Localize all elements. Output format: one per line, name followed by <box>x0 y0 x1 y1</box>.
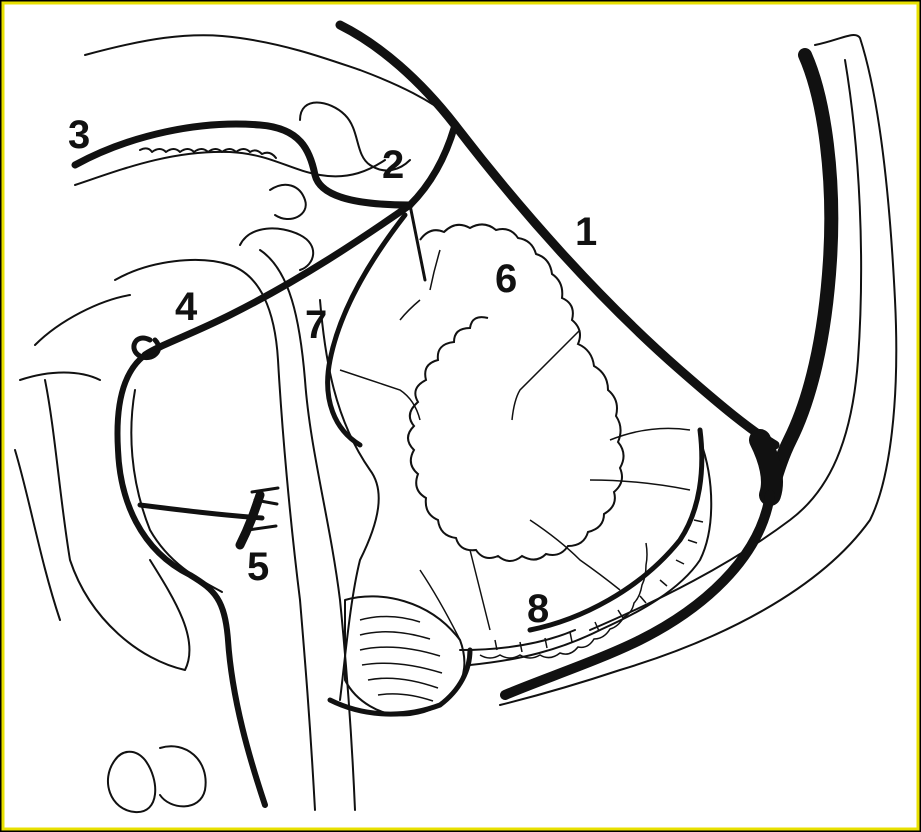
label-8: 8 <box>527 587 549 631</box>
label-3: 3 <box>68 113 90 157</box>
vessel-confluence <box>760 440 772 495</box>
label-7: 7 <box>305 303 327 347</box>
label-1: 1 <box>575 210 597 254</box>
label-5: 5 <box>247 545 269 589</box>
label-4: 4 <box>175 285 198 329</box>
label-2: 2 <box>382 143 404 187</box>
label-6: 6 <box>495 257 517 301</box>
